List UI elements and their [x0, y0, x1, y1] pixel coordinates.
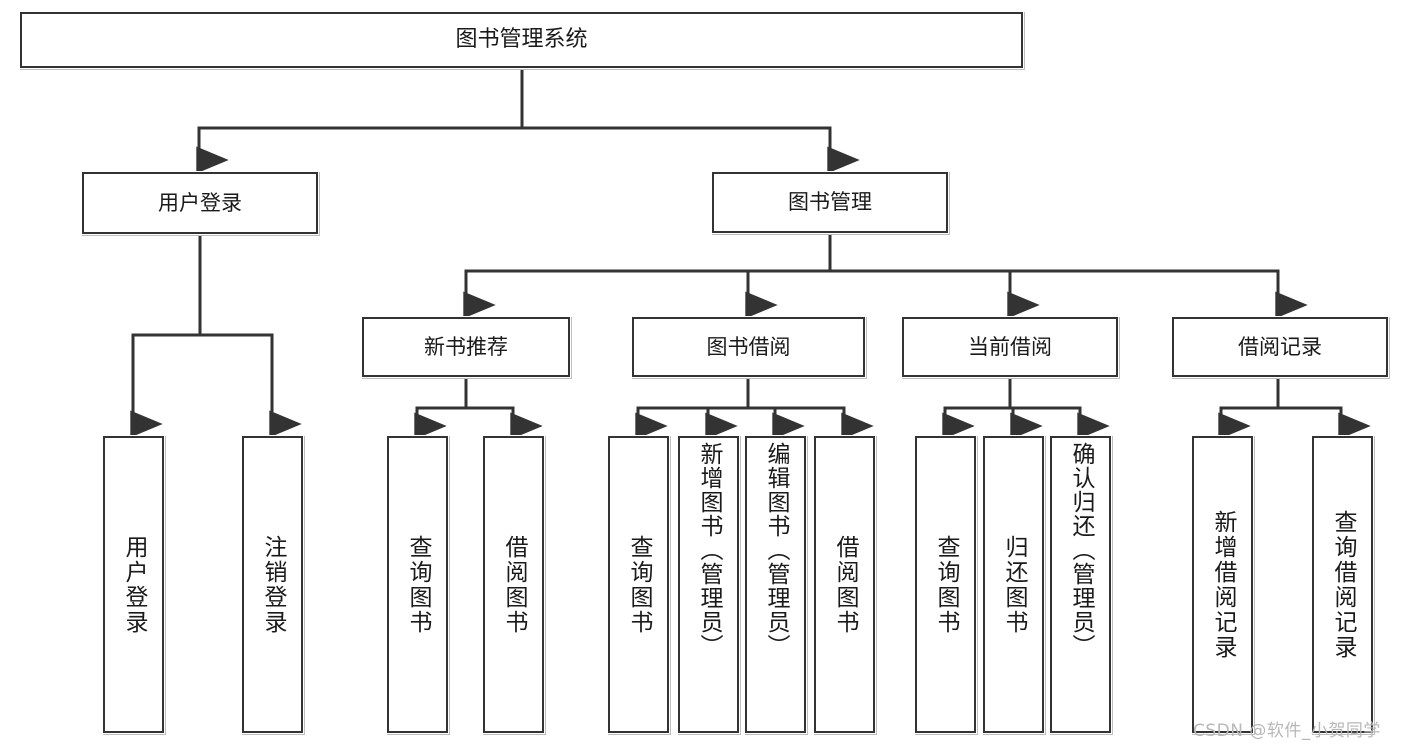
leaf-borrow-book-2[interactable]: 借阅图书: [814, 436, 875, 733]
node-borrow-record[interactable]: 借阅记录: [1172, 317, 1388, 377]
node-label: 当前借阅: [968, 334, 1052, 359]
node-current-borrow[interactable]: 当前借阅: [902, 317, 1118, 377]
node-label: 注销登录: [260, 534, 286, 635]
node-book-borrow[interactable]: 图书借阅: [632, 317, 865, 377]
leaf-query-book-2[interactable]: 查询图书: [608, 436, 669, 733]
node-root-book-management-system[interactable]: 图书管理系统: [20, 12, 1023, 68]
node-book-management[interactable]: 图书管理: [712, 172, 948, 233]
node-label: 新增借阅记录: [1210, 509, 1236, 660]
node-label: 图书管理: [788, 190, 872, 215]
node-label: 归还图书: [1001, 534, 1027, 635]
node-label: 用户登录: [121, 534, 147, 635]
node-label: 确认归还（管理员）: [1068, 442, 1094, 658]
node-new-book-recommend[interactable]: 新书推荐: [362, 317, 570, 377]
csdn-watermark: CSDN @软件_小贺同学: [1193, 721, 1381, 741]
leaf-query-book-1[interactable]: 查询图书: [387, 436, 448, 733]
leaf-edit-book-admin[interactable]: 编辑图书（管理员）: [745, 436, 806, 733]
node-label: 借阅图书: [832, 534, 858, 635]
node-user-login[interactable]: 用户登录: [82, 172, 318, 234]
leaf-add-borrow-record[interactable]: 新增借阅记录: [1192, 436, 1253, 733]
leaf-confirm-return-admin[interactable]: 确认归还（管理员）: [1050, 436, 1111, 733]
node-label: 图书管理系统: [455, 27, 588, 53]
leaf-query-book-3[interactable]: 查询图书: [915, 436, 976, 733]
node-label: 查询借阅记录: [1330, 509, 1356, 660]
node-label: 用户登录: [158, 190, 242, 215]
leaf-borrow-book-1[interactable]: 借阅图书: [483, 436, 544, 733]
leaf-return-book[interactable]: 归还图书: [983, 436, 1044, 733]
node-label: 查询图书: [405, 534, 431, 635]
node-label: 查询图书: [626, 534, 652, 635]
leaf-user-login[interactable]: 用户登录: [103, 436, 164, 733]
leaf-query-borrow-record[interactable]: 查询借阅记录: [1312, 436, 1373, 733]
leaf-logout[interactable]: 注销登录: [242, 436, 303, 733]
node-label: 借阅图书: [501, 534, 527, 635]
node-label: 借阅记录: [1238, 334, 1322, 359]
node-label: 新书推荐: [424, 334, 508, 359]
node-label: 图书借阅: [706, 334, 791, 359]
node-label: 查询图书: [933, 534, 959, 635]
leaf-add-book-admin[interactable]: 新增图书（管理员）: [678, 436, 739, 733]
node-label: 新增图书（管理员）: [696, 442, 722, 658]
node-label: 编辑图书（管理员）: [763, 442, 789, 658]
